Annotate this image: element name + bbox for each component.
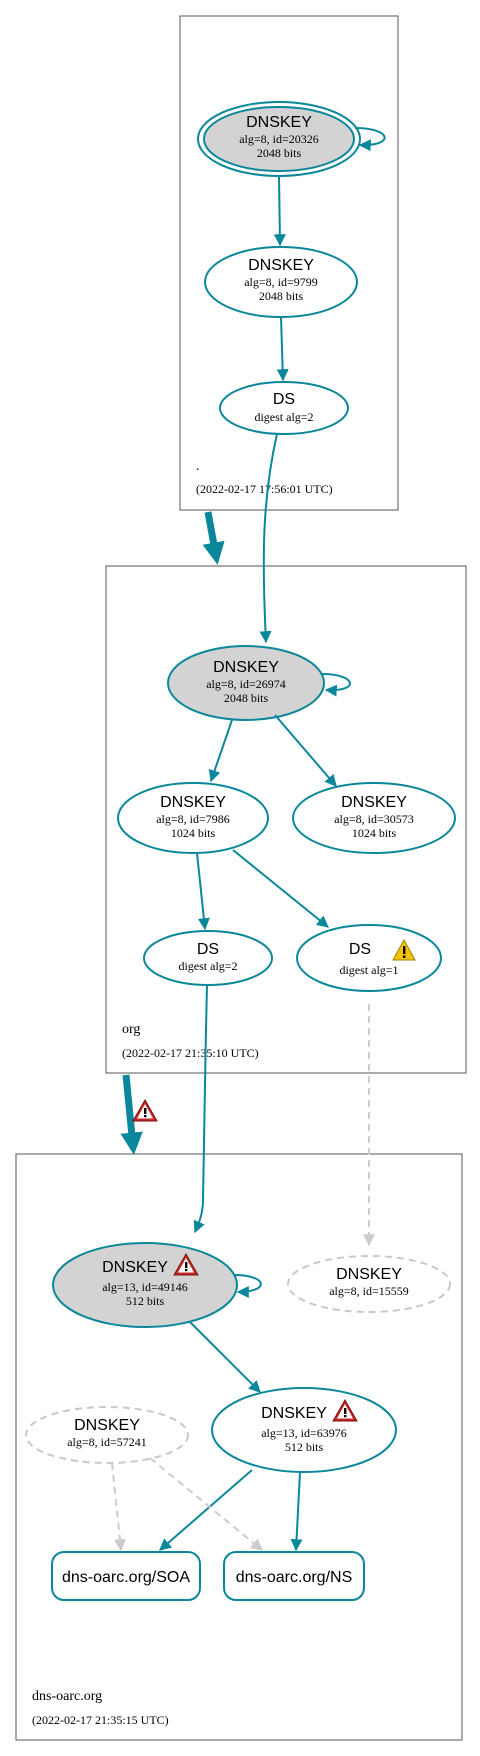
org-zsk1-line2: 1024 bits [171,826,216,840]
oarc-missing-dnskey-node[interactable]: DNSKEY alg=8, id=15559 [287,1255,451,1313]
zone-dnsoarc-name: dns-oarc.org [32,1689,102,1704]
zone-root-box [179,15,399,511]
oarc-ksk-node[interactable]: DNSKEY alg=13, id=49146 512 bits [52,1242,238,1328]
rr-soa-label: dns-oarc.org/SOA [62,1569,190,1586]
zone-root-name: . [196,459,200,474]
oarc-zsk-to-soa-edge [159,1469,253,1551]
root-ksk-line1: alg=8, id=20326 [239,132,319,146]
oarc-ksk-line1: alg=13, id=49146 [102,1280,188,1294]
oarc-ksk-line2: 512 bits [126,1294,165,1308]
zone-root-timestamp: (2022-02-17 17:56:01 UTC) [196,482,333,496]
oarc-zsk-line1: alg=13, id=63976 [261,1426,347,1440]
org-zsk2-line1: alg=8, id=30573 [334,812,414,826]
org-ds-digest1-node[interactable]: DS digest alg=1 [296,924,442,992]
error-icon [173,1252,199,1276]
oarc-zsk-node[interactable]: DNSKEY alg=13, id=63976 512 bits [211,1387,397,1473]
rr-ns-node[interactable]: dns-oarc.org/NS [223,1551,365,1601]
root-ksk-line2: 2048 bits [257,146,302,160]
root-ds-line1: digest alg=2 [254,410,313,424]
org-ds1-title: DS [349,941,371,958]
org-ds2-line1: digest alg=2 [178,959,237,973]
error-icon [132,1098,158,1122]
org-ksk-line2: 2048 bits [224,691,269,705]
oarc-missing-line1: alg=8, id=15559 [329,1284,409,1298]
oarc-ksk-to-zsk-edge [189,1321,261,1393]
oarc-old-to-soa-edge [111,1462,126,1552]
org-zsk2-line2: 1024 bits [352,826,397,840]
oarc-old-title: DNSKEY [74,1417,140,1434]
zone-dns-oarc-org: dns-oarc.org (2022-02-17 21:35:15 UTC) [15,1153,463,1741]
delegation-org-to-oarc [120,1074,143,1155]
root-ds-title: DS [273,391,295,408]
oarc-ksk-title: DNSKEY [102,1259,168,1276]
rr-soa-node[interactable]: dns-oarc.org/SOA [51,1551,201,1601]
root-ksk-title: DNSKEY [246,114,312,131]
root-zsk-node[interactable]: DNSKEY alg=8, id=9799 2048 bits [204,246,358,318]
org-zsk-7986-node[interactable]: DNSKEY alg=8, id=7986 1024 bits [117,782,269,854]
zone-org-box [105,565,467,1074]
oarc-old-to-ns-edge [149,1457,263,1551]
zone-dnsoarc-timestamp: (2022-02-17 21:35:15 UTC) [32,1713,169,1727]
delegation-root-to-org [202,511,225,565]
oarc-old-dnskey-node[interactable]: DNSKEY alg=8, id=57241 [25,1406,189,1464]
oarc-missing-title: DNSKEY [336,1266,402,1283]
org-ds2-to-oarc-ksk-edge [193,984,208,1234]
org-ds-digest2-node[interactable]: DS digest alg=2 [143,930,273,986]
oarc-ksk-self-edge [233,1274,262,1298]
org-ksk-node[interactable]: DNSKEY alg=8, id=26974 2048 bits [167,645,325,721]
zone-org-timestamp: (2022-02-17 21:35:10 UTC) [122,1046,259,1060]
org-ds1-line1: digest alg=1 [339,963,398,977]
org-ksk-self-edge [321,673,351,697]
org-zsk2-title: DNSKEY [341,794,407,811]
org-ksk-title: DNSKEY [213,659,279,676]
error-icon [332,1398,358,1422]
zone-org: org (2022-02-17 21:35:10 UTC) [105,565,467,1074]
root-zsk-line1: alg=8, id=9799 [244,275,318,289]
root-zsk-line2: 2048 bits [259,289,304,303]
org-zsk1-line1: alg=8, id=7986 [156,812,230,826]
root-zsk-title: DNSKEY [248,257,314,274]
root-ksk-node[interactable]: DNSKEY alg=8, id=20326 2048 bits [197,101,361,177]
rr-ns-label: dns-oarc.org/NS [236,1569,353,1586]
org-zsk1-title: DNSKEY [160,794,226,811]
org-zsk1-to-ds2-edge [196,852,210,931]
org-ds2-title: DS [197,941,219,958]
oarc-zsk-to-ns-edge [290,1471,303,1552]
warning-icon [392,938,416,961]
oarc-zsk-line2: 512 bits [285,1440,324,1454]
root-ds-to-org-ksk-edge [259,433,278,644]
root-ksk-self-edge [354,127,386,152]
org-ksk-to-zsk2-edge [274,714,337,787]
org-zsk-30573-node[interactable]: DNSKEY alg=8, id=30573 1024 bits [292,782,456,854]
org-ksk-to-zsk1-edge [208,719,233,783]
root-zsk-to-ds-edge [276,316,289,382]
org-zsk1-to-ds1-edge [232,849,329,928]
root-ds-node[interactable]: DS digest alg=2 [219,381,349,435]
org-ksk-line1: alg=8, id=26974 [206,677,286,691]
zone-dnsoarc-box [15,1153,463,1741]
zone-org-name: org [122,1022,140,1037]
root-ksk-to-zsk-edge [273,175,286,247]
zone-root: . (2022-02-17 17:56:01 UTC) [179,15,399,511]
oarc-old-line1: alg=8, id=57241 [67,1435,147,1449]
oarc-zsk-title: DNSKEY [261,1405,327,1422]
